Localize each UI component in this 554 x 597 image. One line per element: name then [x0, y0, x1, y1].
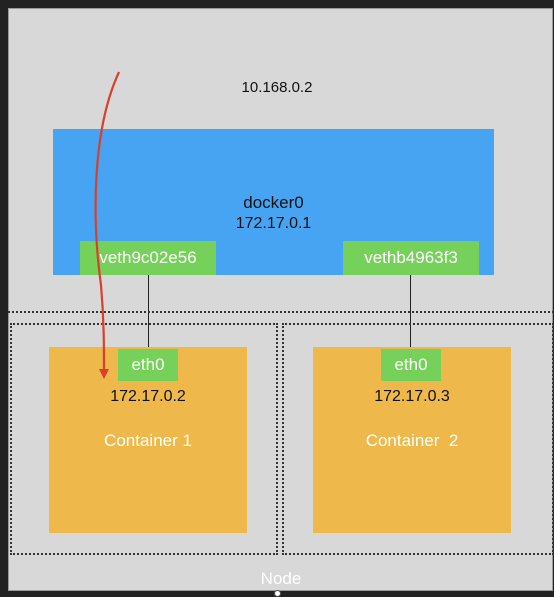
bottom-dot — [274, 590, 281, 597]
container-2-eth0: eth0 — [381, 349, 441, 381]
veth-interface-2: vethb4963f3 — [343, 241, 479, 275]
container-2-ip: 172.17.0.3 — [374, 388, 450, 405]
container-2-name: Container 2 — [365, 431, 459, 450]
container-1-namespace — [10, 323, 278, 555]
bridge-name: docker0 — [243, 193, 304, 212]
node-ip: 10.168.0.2 — [241, 79, 313, 96]
network-namespace-divider — [8, 311, 554, 313]
veth-interface-1: veth9c02e56 — [80, 241, 216, 275]
container-1-eth0: eth0 — [118, 349, 178, 381]
container-1-name: Container 1 — [104, 431, 192, 450]
node-label: Node — [260, 569, 302, 588]
bridge-ip: 172.17.0.1 — [235, 215, 312, 232]
container-2-namespace — [282, 323, 554, 555]
container-1-ip: 172.17.0.2 — [110, 388, 186, 405]
